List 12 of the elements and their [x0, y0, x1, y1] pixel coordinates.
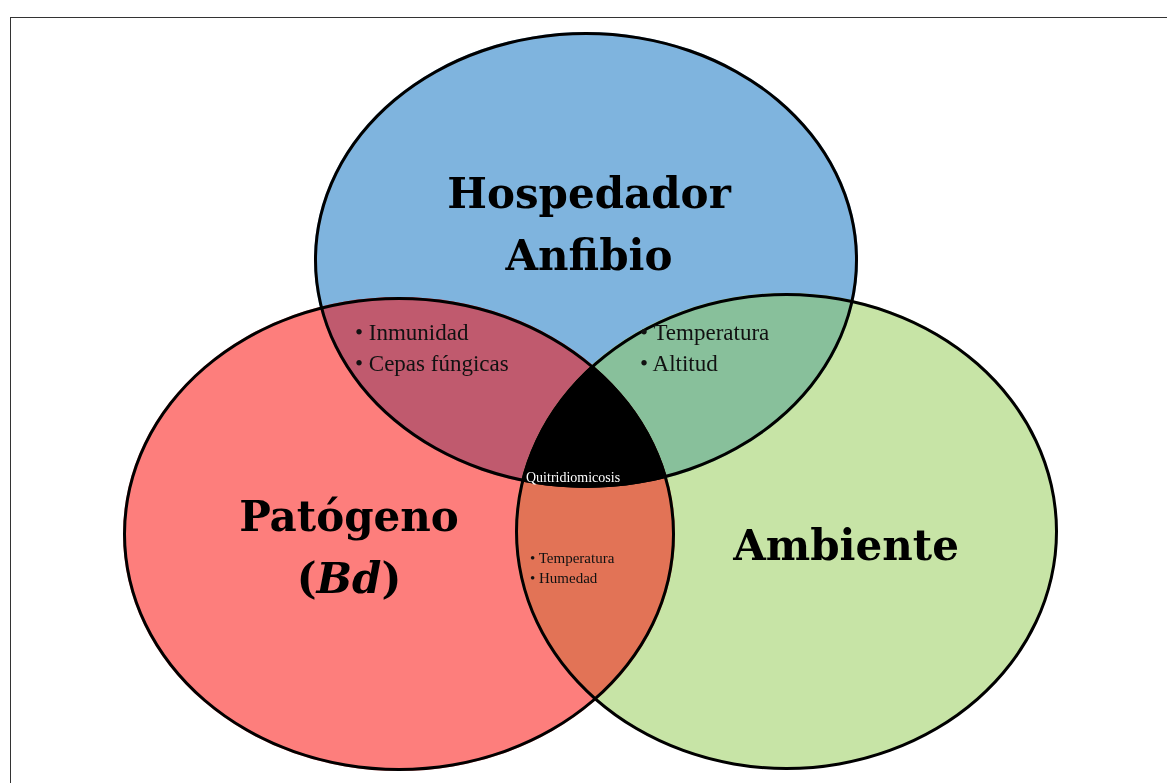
bullet-item: • Cepas fúngicas: [355, 351, 509, 377]
circle-title: Patógeno (Bd): [238, 491, 460, 605]
venn-circle: [314, 32, 858, 488]
circle-title: Hospedador Anfibio: [446, 168, 733, 282]
bullet-item: • Humedad: [530, 570, 598, 587]
bullet-item: • Temperatura: [530, 550, 615, 567]
circle-title: Ambiente: [732, 520, 960, 572]
venn-circle: [515, 293, 1058, 770]
bullet-item: • Temperatura: [640, 320, 770, 346]
overlap-label: Quitridiomicosis: [526, 470, 621, 486]
bullet-item: • Inmunidad: [355, 320, 469, 346]
bullet-item: • Altitud: [640, 351, 718, 377]
